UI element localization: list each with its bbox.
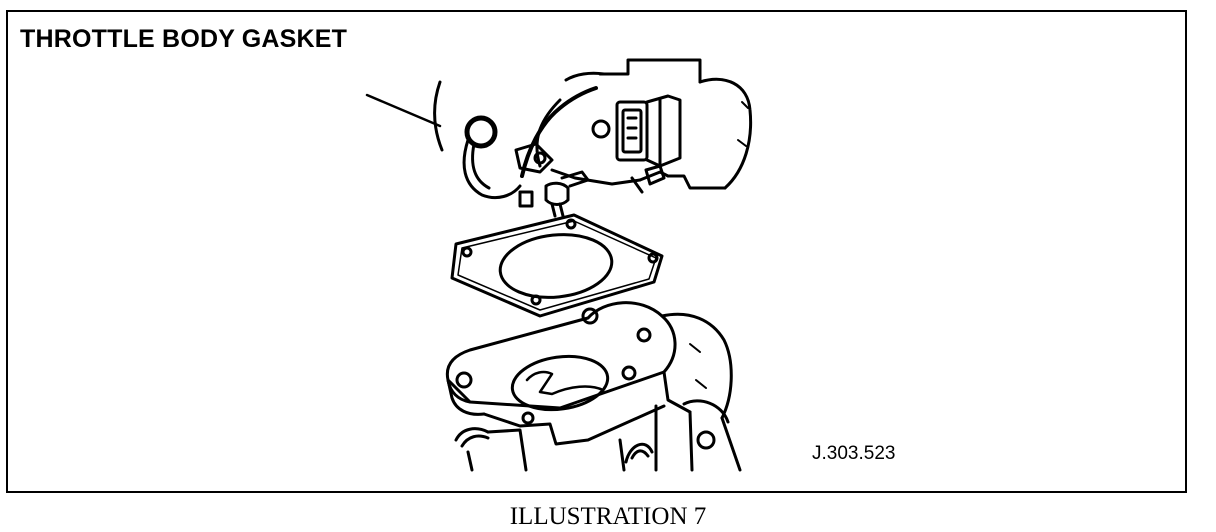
illustration-frame <box>6 10 1187 493</box>
illustration-caption: ILLUSTRATION 7 <box>509 503 707 530</box>
intake-manifold-mount <box>445 301 742 472</box>
figure-reference-code: J.303.523 <box>812 443 896 464</box>
throttle-body <box>365 58 753 218</box>
throttle-body-gasket <box>450 213 664 318</box>
diagram-title: THROTTLE BODY GASKET <box>20 25 348 53</box>
